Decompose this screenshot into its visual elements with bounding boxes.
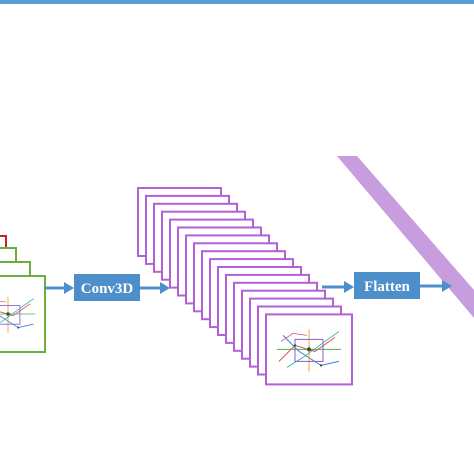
- flatten-box: [354, 272, 420, 299]
- input-stack: [0, 235, 46, 353]
- flatten-node: Flatten: [354, 272, 420, 299]
- metro-map-icon: [269, 320, 349, 378]
- arrow-features-to-flatten: [322, 281, 354, 293]
- conv3d-label: Conv3D: [81, 281, 134, 297]
- feature-map-stack: [137, 187, 353, 386]
- conv3d-node: Conv3D: [74, 274, 140, 301]
- conv3d-box: [74, 274, 140, 301]
- top-border-bar: [0, 0, 474, 4]
- input-frame-top: [0, 235, 7, 251]
- arrow-flatten-out: [420, 280, 452, 292]
- input-frame: [0, 247, 17, 263]
- diagonal-band: [337, 156, 474, 318]
- arrow-input-to-conv3d: [45, 282, 74, 294]
- input-frame: [0, 261, 31, 277]
- metro-map-icon: [0, 289, 42, 339]
- arrow-conv3d-to-features: [140, 282, 170, 294]
- flatten-label: Flatten: [364, 279, 410, 295]
